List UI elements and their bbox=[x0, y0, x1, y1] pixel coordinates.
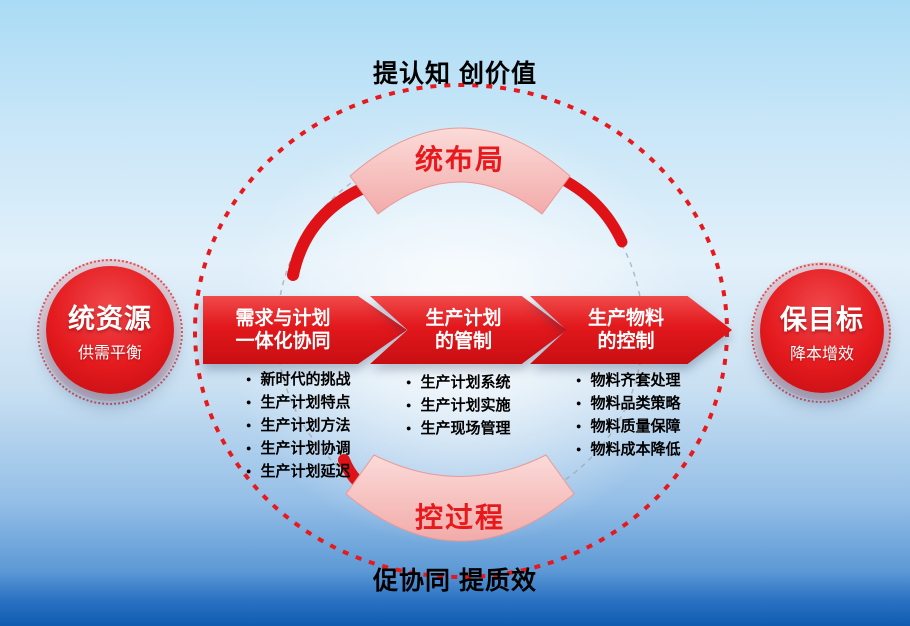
left-node-dotted-ring bbox=[37, 259, 183, 405]
bullet-icon: ● bbox=[576, 397, 582, 408]
list-item: ● 生产现场管理 bbox=[406, 416, 510, 439]
step-arrow-1-shape: 需求与计划 一体化协同 bbox=[203, 296, 407, 364]
right-node-subtitle: 降本增效 bbox=[789, 346, 854, 363]
list-item-label: 生产计划特点 bbox=[260, 394, 351, 411]
bullet-icon: ● bbox=[246, 373, 252, 384]
list-item-label: 物料成本降低 bbox=[590, 441, 681, 458]
list-item-label: 物料齐套处理 bbox=[590, 372, 681, 389]
top-arc-band bbox=[349, 127, 571, 215]
list-item-label: 生产现场管理 bbox=[420, 420, 511, 437]
bullet-icon: ● bbox=[576, 420, 582, 431]
list-item: ● 生产计划特点 bbox=[246, 390, 350, 413]
step-arrow-2: 生产计划 的管制 bbox=[370, 296, 567, 364]
bullet-icon: ● bbox=[576, 374, 582, 385]
bottom-band-label: 控过程 bbox=[414, 502, 505, 533]
bullet-icon: ● bbox=[246, 419, 252, 430]
bullet-icon: ● bbox=[246, 442, 252, 453]
list-item-label: 生产计划方法 bbox=[260, 417, 351, 434]
swoosh-top-left-icon bbox=[287, 180, 374, 281]
bottom-caption: 促协同 提质效 bbox=[373, 567, 537, 595]
list-item-label: 生产计划系统 bbox=[420, 374, 511, 391]
list-item-label: 物料品类策略 bbox=[590, 395, 681, 412]
list-item: ● 生产计划延迟 bbox=[246, 459, 350, 482]
bottom-arc-band bbox=[345, 454, 575, 542]
right-node-title: 保目标 bbox=[780, 305, 864, 335]
step-2-title-line1: 生产计划 bbox=[425, 307, 502, 329]
right-goal-node: 保目标 降本增效 bbox=[760, 269, 884, 393]
step-3-title-line1: 生产物料 bbox=[587, 307, 664, 329]
list-item-label: 生产计划延迟 bbox=[260, 463, 351, 480]
list-item: ● 物料成本降低 bbox=[576, 437, 680, 460]
left-resource-node: 统资源 供需平衡 bbox=[46, 266, 174, 394]
list-item-label: 新时代的挑战 bbox=[260, 371, 351, 388]
list-item: ● 生产计划系统 bbox=[406, 370, 510, 393]
step-3-title-line2: 的控制 bbox=[597, 331, 655, 352]
list-item: ● 物料质量保障 bbox=[576, 414, 680, 437]
left-node-subtitle: 供需平衡 bbox=[77, 345, 142, 362]
step-2-title-line2: 的管制 bbox=[434, 331, 492, 352]
list-item: ● 生产计划实施 bbox=[406, 393, 510, 416]
step-1-title-line1: 需求与计划 bbox=[235, 307, 331, 329]
list-item-label: 物料质量保障 bbox=[590, 418, 681, 435]
step-arrow-2-label: 生产计划 的管制 bbox=[425, 307, 501, 353]
step-2-topic-list: ● 生产计划系统 ● 生产计划实施 ● 生产现场管理 bbox=[406, 370, 510, 439]
bullet-icon: ● bbox=[406, 399, 412, 410]
step-arrow-3-shape: 生产物料 的控制 bbox=[530, 296, 732, 364]
list-item: ● 生产计划方法 bbox=[246, 413, 350, 436]
top-band-label: 统布局 bbox=[414, 144, 505, 175]
list-item: ● 物料齐套处理 bbox=[576, 368, 680, 391]
right-node-dotted-ring bbox=[751, 263, 891, 403]
list-item: ● 物料品类策略 bbox=[576, 391, 680, 414]
list-item-label: 生产计划实施 bbox=[420, 397, 511, 414]
bullet-icon: ● bbox=[406, 376, 412, 387]
step-3-topic-list: ● 物料齐套处理 ● 物料品类策略 ● 物料质量保障 ● 物料成本降低 bbox=[576, 368, 680, 460]
step-arrow-1-label: 需求与计划 一体化协同 bbox=[235, 307, 330, 353]
list-item: ● 新时代的挑战 bbox=[246, 367, 350, 390]
bullet-icon: ● bbox=[246, 465, 252, 476]
step-1-topic-list: ● 新时代的挑战 ● 生产计划特点 ● 生产计划方法 ● 生产计划协调 ● 生产… bbox=[246, 367, 350, 482]
step-arrow-3-label: 生产物料 的控制 bbox=[588, 307, 664, 353]
list-item: ● 生产计划协调 bbox=[246, 436, 350, 459]
swoosh-top-right-icon bbox=[550, 170, 628, 248]
step-1-title-line2: 一体化协同 bbox=[235, 331, 331, 352]
bullet-icon: ● bbox=[246, 396, 252, 407]
bullet-icon: ● bbox=[406, 422, 412, 433]
bullet-icon: ● bbox=[576, 443, 582, 454]
step-arrow-1: 需求与计划 一体化协同 bbox=[203, 296, 407, 364]
top-caption: 提认知 创价值 bbox=[373, 60, 537, 88]
list-item-label: 生产计划协调 bbox=[260, 440, 351, 457]
step-arrow-3: 生产物料 的控制 bbox=[530, 296, 732, 364]
left-node-title: 统资源 bbox=[68, 304, 152, 334]
